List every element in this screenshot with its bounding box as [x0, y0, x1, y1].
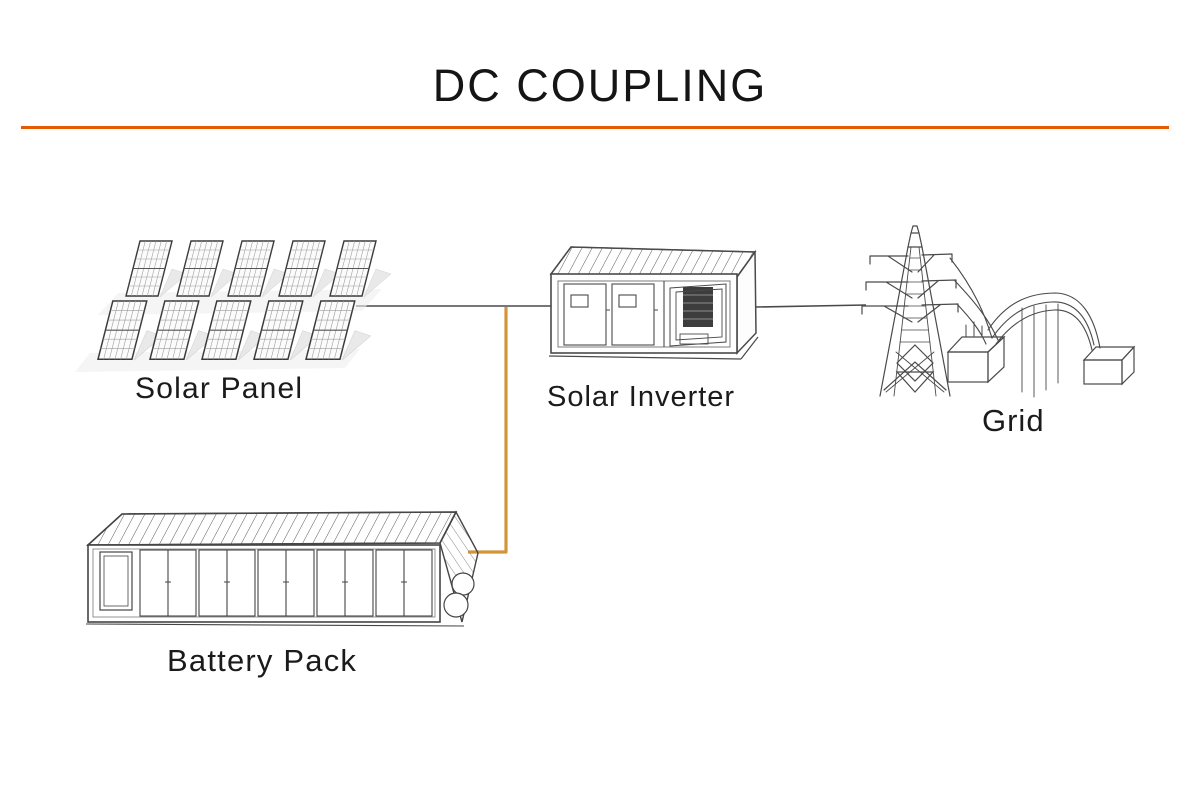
grid-label: Grid: [982, 403, 1045, 438]
grid-illustration: [861, 225, 1136, 398]
battery-pack-label: Battery Pack: [167, 643, 358, 678]
title-divider: [21, 126, 1169, 129]
dc-battery-line: [468, 307, 508, 554]
inverter-to-grid-line: [755, 304, 867, 308]
solar-panel-label: Solar Panel: [135, 372, 304, 405]
page-title: DC COUPLING: [432, 60, 768, 111]
solar-inverter-illustration: [548, 246, 759, 360]
battery-pack-illustration: [85, 510, 479, 627]
solar-inverter-label: Solar Inverter: [547, 381, 736, 413]
solar-panel-illustration: [75, 240, 392, 372]
